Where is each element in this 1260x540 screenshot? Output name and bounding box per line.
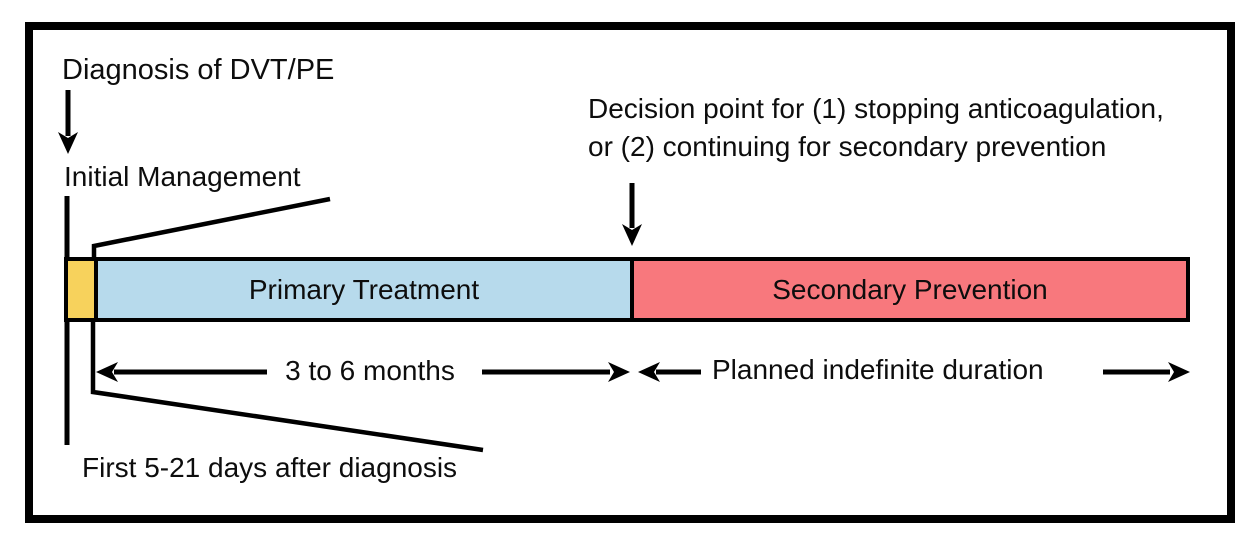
diagnosis-label: Diagnosis of DVT/PE xyxy=(62,54,335,86)
primary-treatment-label: Primary Treatment xyxy=(248,273,480,305)
initial-management-callout-line xyxy=(91,196,331,259)
timeline-bar: Primary Treatment Secondary Prevention xyxy=(64,257,1190,322)
months-duration-label: 3 to 6 months xyxy=(285,355,455,386)
indefinite-duration-arrow-icon xyxy=(638,362,1190,382)
decision-point-text: Decision point for (1) stopping anticoag… xyxy=(588,90,1164,166)
primary-treatment-segment: Primary Treatment xyxy=(94,261,634,318)
indefinite-duration-label: Planned indefinite duration xyxy=(712,354,1044,385)
decision-point-line2: or (2) continuing for secondary preventi… xyxy=(588,131,1107,162)
initial-management-label: Initial Management xyxy=(64,161,301,192)
initial-management-segment xyxy=(68,261,94,318)
decision-point-down-arrow-icon xyxy=(622,183,642,246)
first-days-label: First 5-21 days after diagnosis xyxy=(82,452,458,483)
months-duration-arrow-icon xyxy=(96,362,630,382)
decision-point-line1: Decision point for (1) stopping anticoag… xyxy=(588,93,1164,124)
secondary-prevention-segment: Secondary Prevention xyxy=(634,261,1186,318)
secondary-prevention-label: Secondary Prevention xyxy=(772,273,1048,305)
diagnosis-down-arrow-icon xyxy=(58,90,78,154)
first-days-callout-line xyxy=(90,321,484,453)
